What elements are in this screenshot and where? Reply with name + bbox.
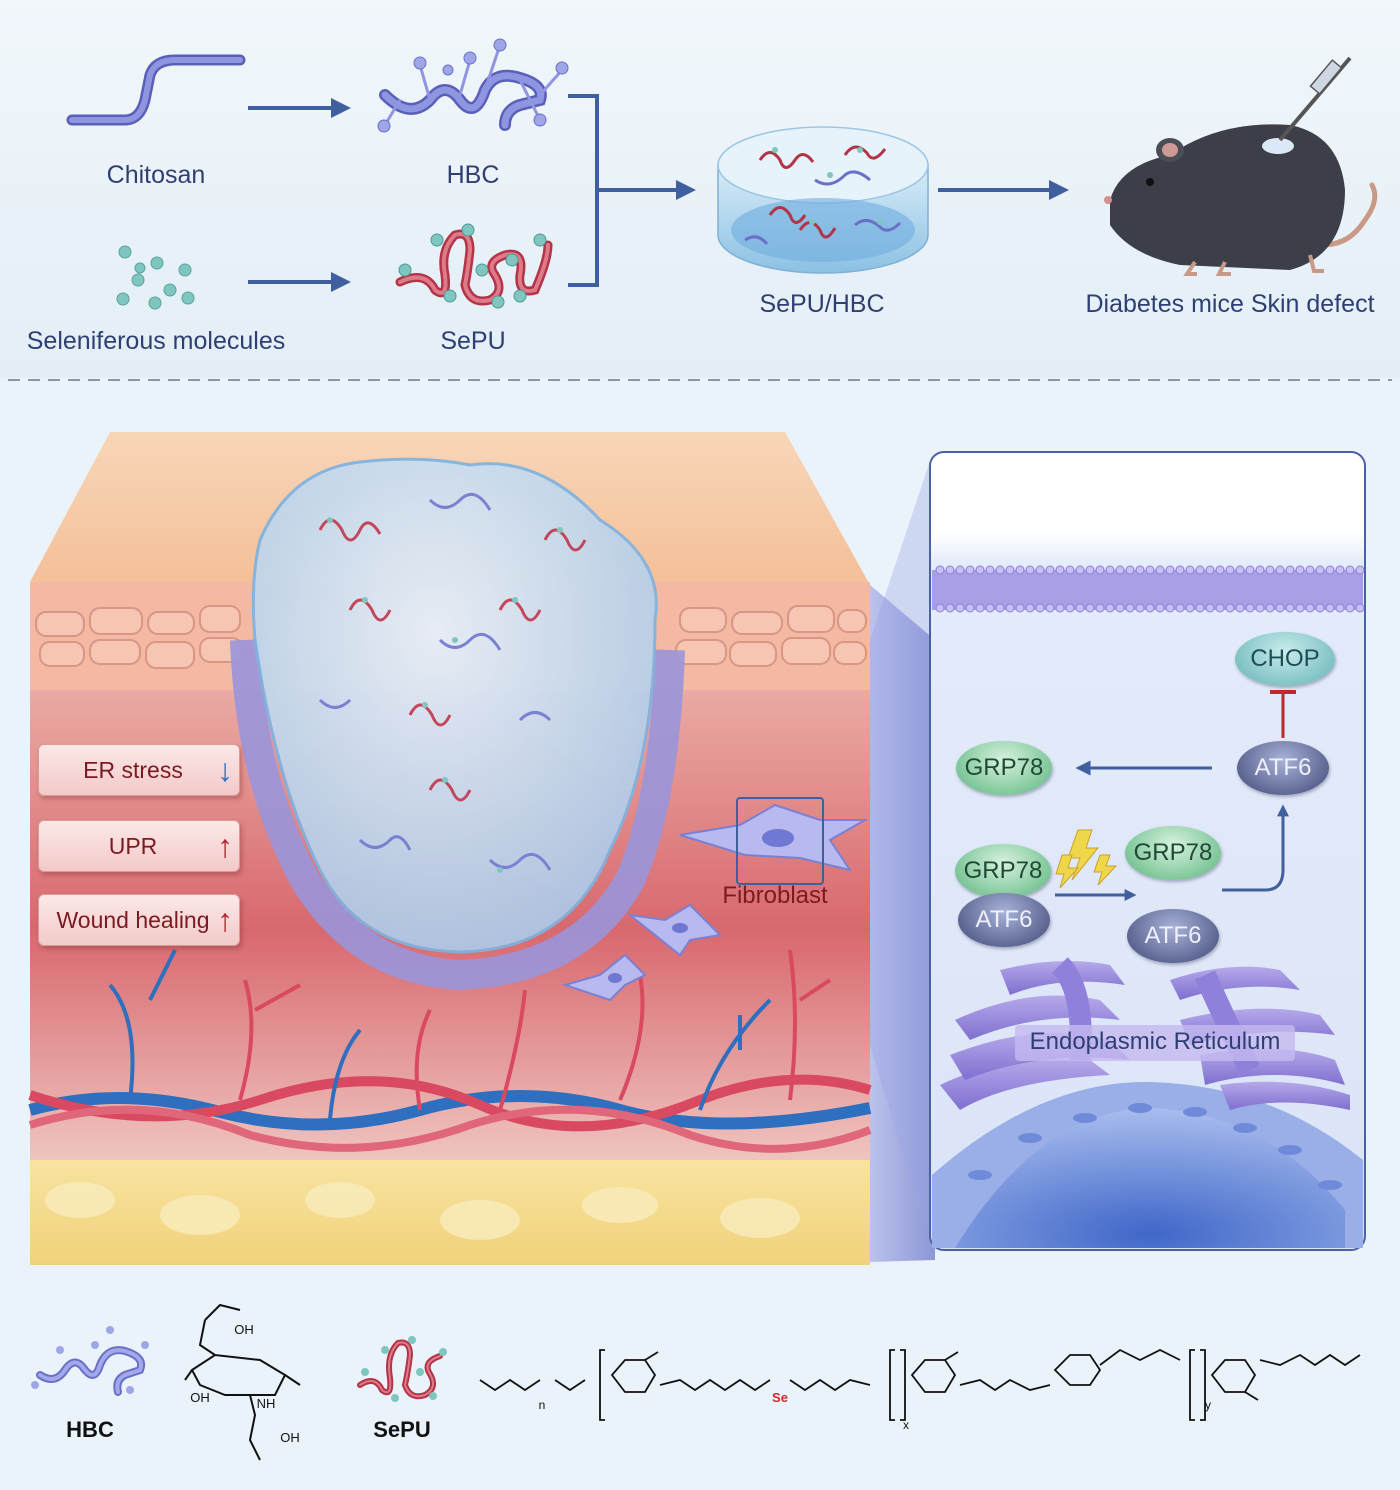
- mice-label: Diabetes mice Skin defect: [1085, 290, 1375, 318]
- fibroblast-cell-icon: [679, 797, 869, 885]
- fibroblast-label: Fibroblast: [722, 882, 828, 909]
- sepu-molecule-icon: [395, 223, 553, 309]
- y-subscript: y: [1205, 1398, 1211, 1412]
- sepu-structure: [479, 1348, 1361, 1421]
- se-label: Se: [772, 1390, 788, 1405]
- seleniferous-label: Seleniferous molecules: [26, 327, 286, 355]
- oh-label-2: OH: [190, 1390, 210, 1405]
- er-stress-box: ER stress ↓: [38, 744, 240, 796]
- x-subscript: x: [903, 1418, 909, 1432]
- grp78-protein-released: GRP78: [956, 741, 1052, 795]
- up-arrow-icon: ↑: [217, 902, 233, 938]
- grp78-protein-bound: GRP78: [955, 844, 1051, 898]
- chop-protein: CHOP: [1235, 632, 1335, 686]
- legend-hbc-icon: [31, 1326, 149, 1396]
- upr-box: UPR ↑: [38, 820, 240, 872]
- legend-hbc-label: HBC: [66, 1417, 114, 1442]
- oh-label-1: OH: [234, 1322, 254, 1337]
- hydrogel-disc-icon: [717, 126, 929, 274]
- atf6-protein-free: ATF6: [1127, 909, 1219, 963]
- grp78-protein-free: GRP78: [1125, 826, 1221, 880]
- chitosan-structure: [184, 1303, 301, 1461]
- skin-block: [28, 432, 935, 1265]
- er-stress-label: ER stress: [83, 757, 183, 783]
- er-icon: [940, 957, 1350, 1110]
- mouse-icon: [1104, 56, 1378, 276]
- nh-label: NH: [256, 1396, 276, 1411]
- n-subscript: n: [538, 1398, 546, 1412]
- hbc-molecule-icon: [377, 38, 569, 133]
- upr-label: UPR: [108, 833, 158, 859]
- er-label: Endoplasmic Reticulum: [1029, 1028, 1281, 1055]
- oh-label-3: OH: [280, 1430, 300, 1445]
- wound-healing-box: Wound healing ↑: [38, 894, 240, 946]
- wound-healing-label: Wound healing: [56, 907, 210, 933]
- atf6-protein-active: ATF6: [1237, 741, 1329, 795]
- hbc-label: HBC: [446, 161, 500, 189]
- legend-sepu-label: SePU: [373, 1417, 431, 1442]
- sepu-label: SePU: [440, 327, 506, 355]
- lightning-icon: [1055, 829, 1118, 889]
- legend-sepu-icon: [357, 1336, 447, 1402]
- hydrogel-label: SePU/HBC: [759, 290, 885, 318]
- chitosan-label: Chitosan: [106, 161, 206, 189]
- up-arrow-icon: ↑: [217, 828, 233, 864]
- down-arrow-icon: ↓: [217, 752, 233, 788]
- atf6-protein-bound: ATF6: [958, 893, 1050, 947]
